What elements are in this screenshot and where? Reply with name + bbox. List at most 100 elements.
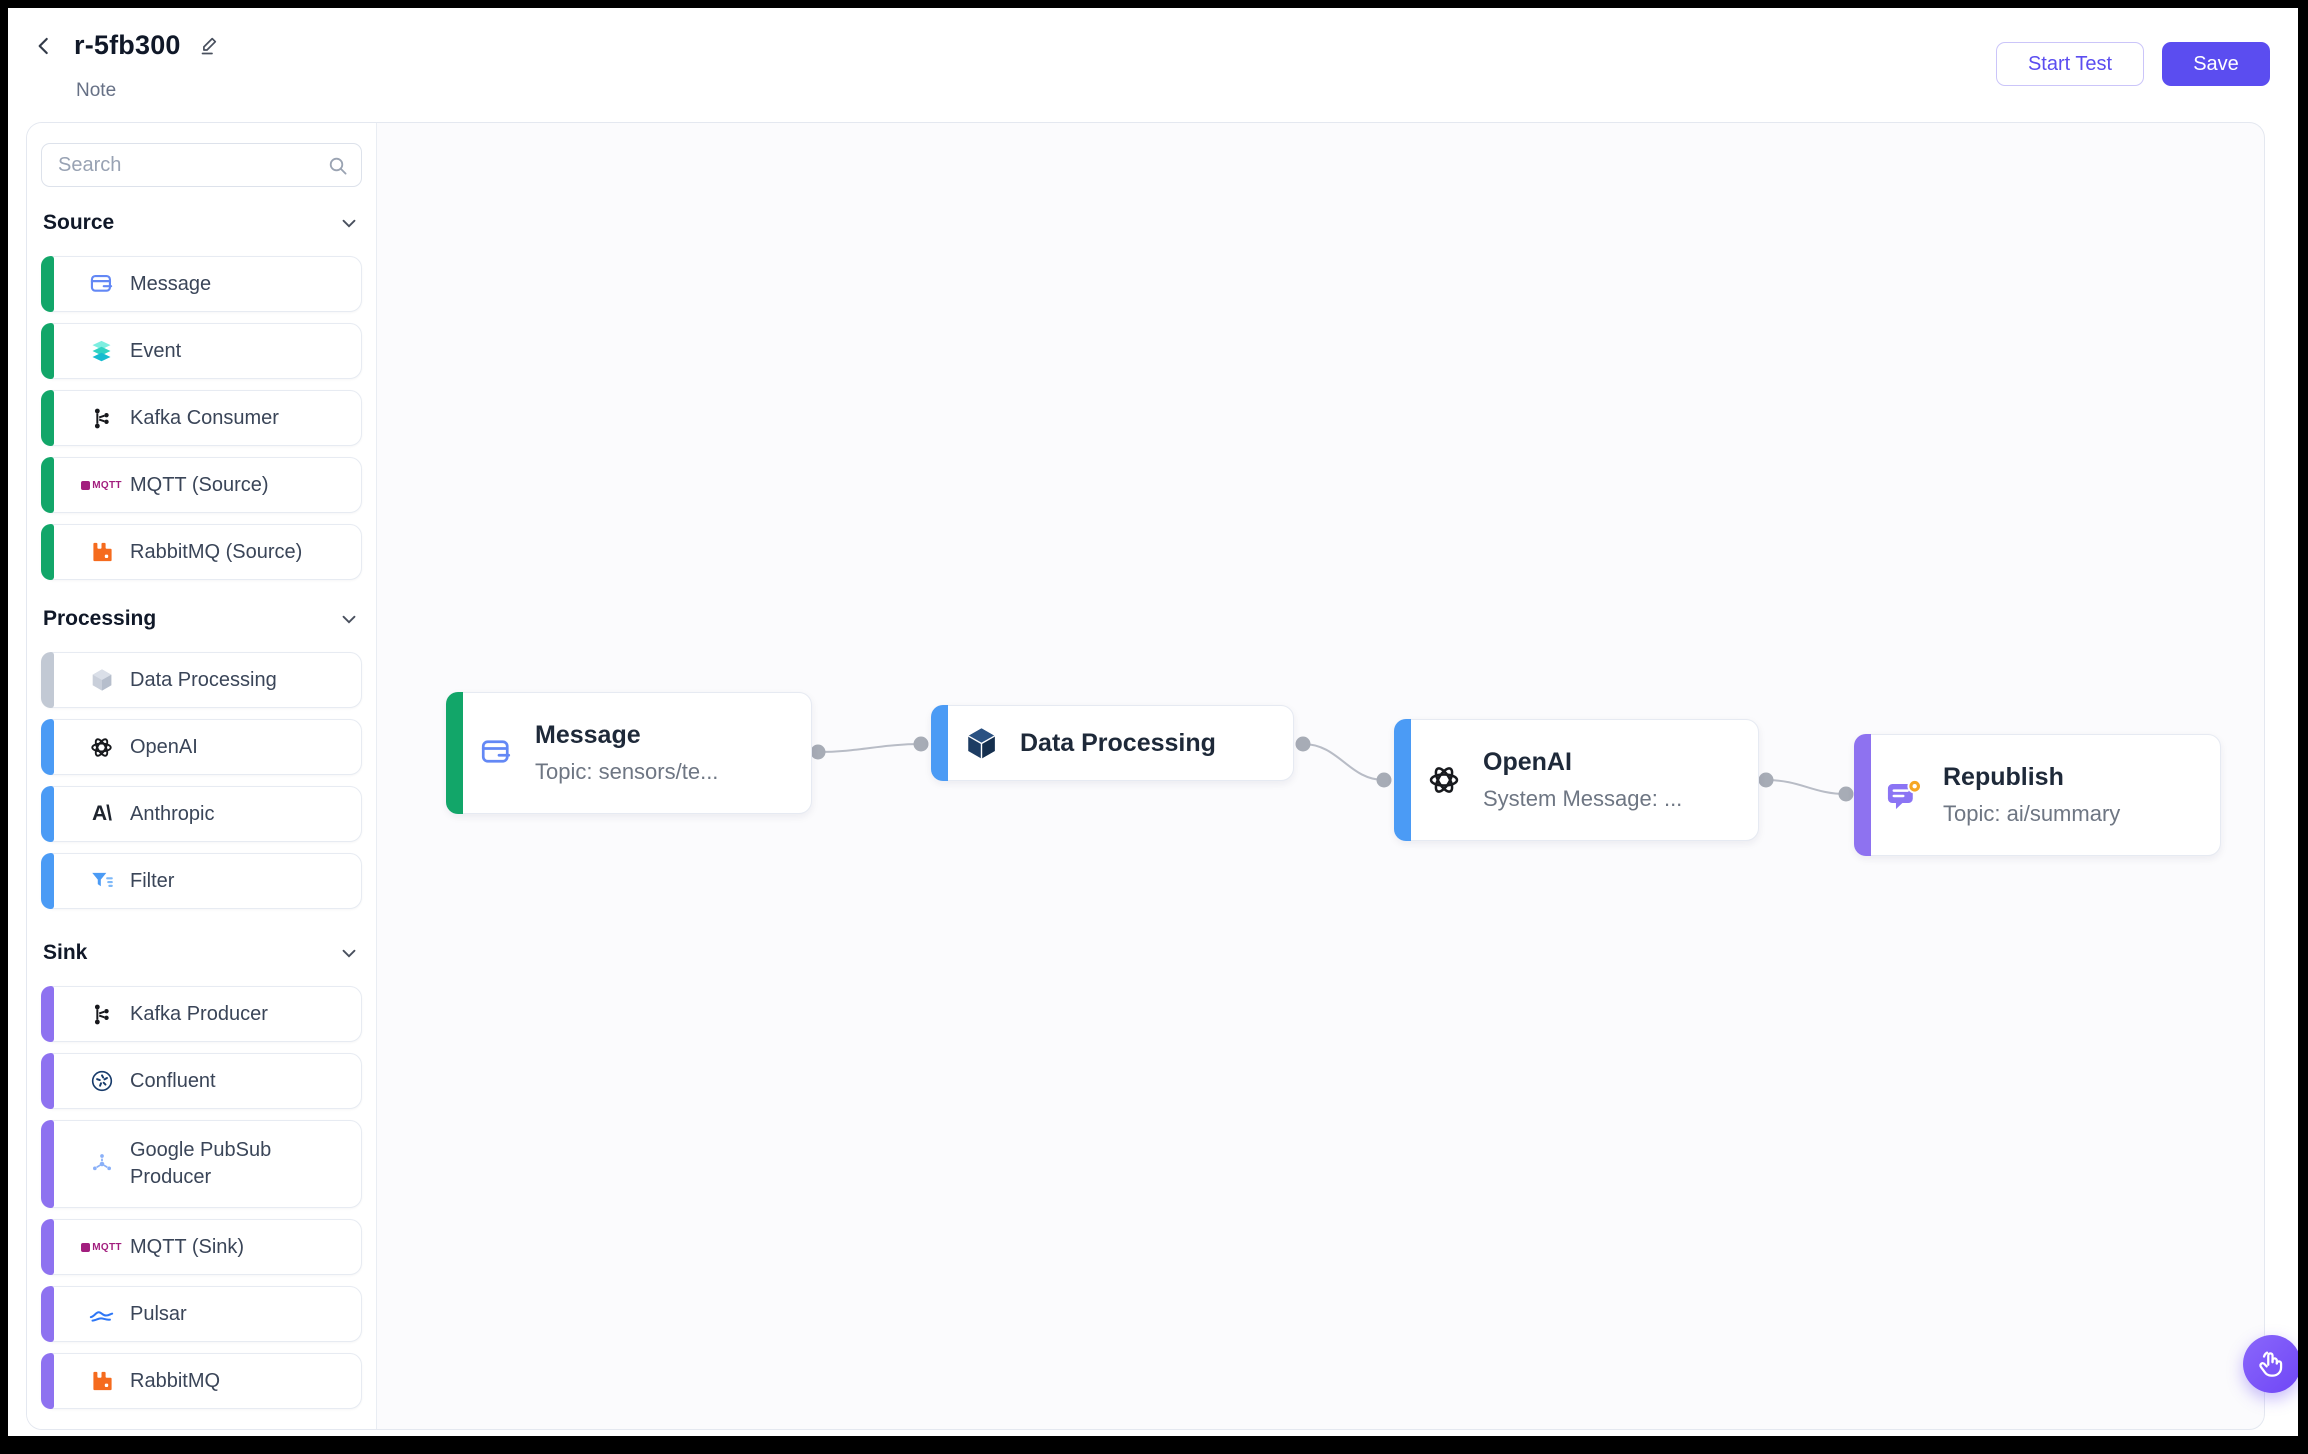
edit-title-button[interactable] (197, 33, 223, 59)
node-subtitle: Topic: ai/summary (1943, 801, 2121, 826)
palette-item-label: Pulsar (130, 1302, 187, 1325)
accent-bar (41, 786, 54, 842)
palette-item-label: Filter (130, 869, 175, 892)
node-title: Message (535, 721, 641, 749)
header: r-5fb300 Note Start Test Save (8, 8, 2298, 122)
palette-item-label: Event (130, 339, 182, 362)
flow-node-data-processing[interactable]: Data Processing (931, 705, 1294, 781)
page-title: r-5fb300 (74, 30, 181, 60)
accent-bar (41, 256, 54, 312)
palette-item-pulsar[interactable]: Pulsar (41, 1286, 362, 1342)
kafka-icon (88, 1001, 115, 1028)
output-handle[interactable] (810, 744, 826, 760)
palette-item-filter[interactable]: Filter (41, 853, 362, 909)
palette-item-label: Google PubSub Producer (130, 1139, 272, 1188)
node-subtitle: System Message: ... (1483, 786, 1683, 811)
palette-item-rabbitmq-sink[interactable]: RabbitMQ (41, 1353, 362, 1409)
pubsub-icon (88, 1151, 115, 1178)
confluent-icon (88, 1068, 115, 1095)
node-accent-bar (1854, 734, 1871, 856)
palette-item-kafka-producer[interactable]: Kafka Producer (41, 986, 362, 1042)
save-button[interactable]: Save (2162, 42, 2270, 86)
palette-item-confluent[interactable]: Confluent (41, 1053, 362, 1109)
accent-bar (41, 652, 54, 708)
mqtt-logo-icon: MQTT (81, 1234, 121, 1261)
chevron-down-icon[interactable] (338, 608, 360, 630)
rabbitmq-icon (88, 539, 115, 566)
node-title: Data Processing (1020, 728, 1216, 757)
palette-item-google-pubsub-producer[interactable]: Google PubSub Producer (41, 1120, 362, 1208)
tap-hand-icon (2259, 1351, 2283, 1377)
chevron-down-icon[interactable] (338, 942, 360, 964)
node-accent-bar (1394, 719, 1411, 841)
palette-item-mqtt-source[interactable]: MQTT MQTT (Source) (41, 457, 362, 513)
input-handle[interactable] (1838, 786, 1854, 802)
accent-bar (41, 390, 54, 446)
palette-item-label: Kafka Producer (130, 1002, 268, 1025)
openai-icon (1425, 761, 1463, 799)
section-header-processing[interactable]: Processing (41, 607, 362, 631)
message-icon (88, 271, 115, 298)
kafka-icon (88, 405, 115, 432)
output-handle[interactable] (1758, 772, 1774, 788)
input-handle[interactable] (913, 736, 929, 752)
section-header-source[interactable]: Source (41, 211, 362, 235)
accent-bar (41, 1219, 54, 1275)
palette-item-label: RabbitMQ (Source) (130, 540, 303, 563)
input-handle[interactable] (1376, 772, 1392, 788)
edge-message-dataprocessing (817, 743, 922, 753)
palette-item-event[interactable]: Event (41, 323, 362, 379)
chevron-down-icon[interactable] (338, 212, 360, 234)
palette-item-label: Data Processing (130, 668, 277, 691)
chevron-left-icon (38, 37, 48, 54)
pencil-icon (201, 37, 216, 54)
palette-item-message[interactable]: Message (41, 256, 362, 312)
cube-icon (88, 667, 115, 694)
anthropic-icon: A\ (92, 802, 112, 825)
palette-item-label: Kafka Consumer (130, 406, 279, 429)
start-test-button[interactable]: Start Test (1996, 42, 2144, 86)
palette-item-rabbitmq-source[interactable]: RabbitMQ (Source) (41, 524, 362, 580)
accent-bar (41, 524, 54, 580)
accent-bar (41, 719, 54, 775)
palette-item-mqtt-sink[interactable]: MQTT MQTT (Sink) (41, 1219, 362, 1275)
republish-icon (1885, 776, 1923, 814)
palette-item-label: Confluent (130, 1069, 216, 1092)
accent-bar (41, 1353, 54, 1409)
palette-item-kafka-consumer[interactable]: Kafka Consumer (41, 390, 362, 446)
openai-icon (88, 734, 115, 761)
palette-item-label: MQTT (Source) (130, 473, 269, 496)
search-icon (326, 154, 350, 183)
palette-item-data-processing[interactable]: Data Processing (41, 652, 362, 708)
palette-item-anthropic[interactable]: A\ Anthropic (41, 786, 362, 842)
node-accent-bar (446, 692, 463, 814)
palette-item-label: RabbitMQ (130, 1369, 221, 1392)
node-title: Republish (1943, 763, 2064, 791)
mqtt-logo-icon: MQTT (81, 472, 121, 499)
filter-icon (88, 868, 115, 895)
output-handle[interactable] (1295, 736, 1311, 752)
accent-bar (41, 1120, 54, 1208)
palette-item-label: Anthropic (130, 802, 215, 825)
section-header-sink[interactable]: Sink (41, 941, 362, 965)
section-label: Sink (43, 941, 88, 964)
back-button[interactable] (30, 32, 58, 60)
node-palette-sidebar: Source Message Event (27, 123, 377, 1429)
flow-node-message[interactable]: Message Topic: sensors/te... (446, 692, 812, 814)
accent-bar (41, 1053, 54, 1109)
palette-item-openai[interactable]: OpenAI (41, 719, 362, 775)
note-label: Note (76, 80, 117, 101)
cube-icon (962, 724, 1000, 762)
flow-node-openai[interactable]: OpenAI System Message: ... (1394, 719, 1759, 841)
app-window: r-5fb300 Note Start Test Save (8, 8, 2298, 1436)
accent-bar (41, 1286, 54, 1342)
search-input[interactable] (41, 143, 362, 187)
flow-node-republish[interactable]: Republish Topic: ai/summary (1854, 734, 2221, 856)
rabbitmq-icon (88, 1368, 115, 1395)
interaction-mode-fab[interactable] (2243, 1335, 2298, 1393)
node-title: OpenAI (1483, 748, 1572, 776)
section-label: Source (43, 211, 115, 234)
accent-bar (41, 986, 54, 1042)
palette-item-label: MQTT (Sink) (130, 1235, 245, 1258)
message-icon (477, 734, 515, 772)
